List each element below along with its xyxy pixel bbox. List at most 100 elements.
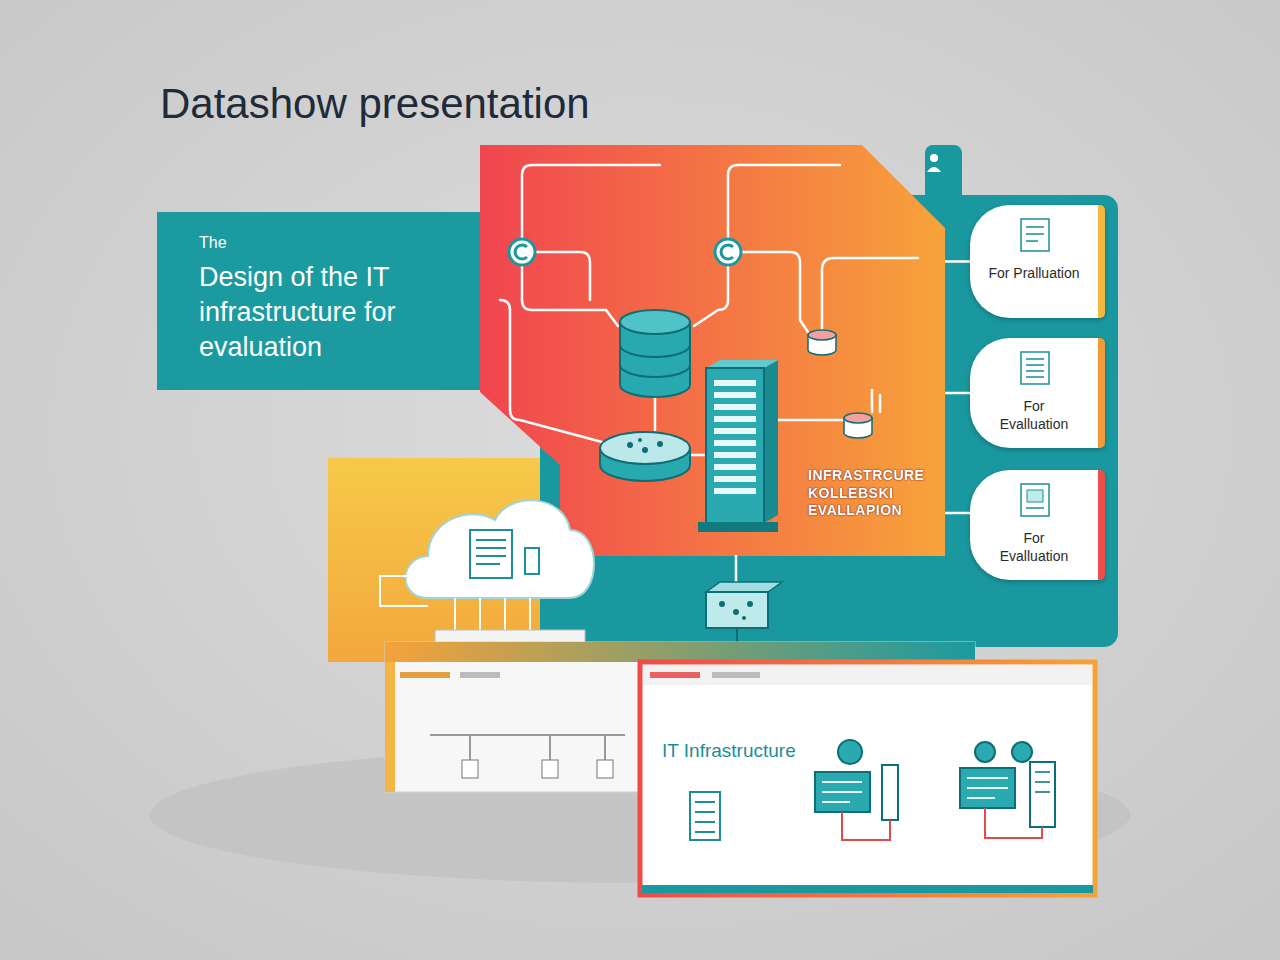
network-wires-part <box>654 395 657 430</box>
cloud-connector-symbol <box>509 239 741 265</box>
node-text: For Evalluation <box>988 530 1080 565</box>
server-rack-part <box>714 452 756 458</box>
database-symbol-part <box>620 310 690 334</box>
front-slide-part <box>975 742 995 762</box>
server-rack-part <box>714 464 756 470</box>
slide-card: IT Infrastructure <box>640 662 1095 895</box>
back-slide-part <box>542 760 558 778</box>
front-slide-part <box>1035 772 1050 792</box>
network-wires-part <box>535 252 590 300</box>
node-text: IT Infrastructure <box>662 740 796 762</box>
teal-panel-part <box>927 167 941 172</box>
back-slide-part <box>385 642 975 662</box>
front-slide-part <box>838 740 862 764</box>
back-slide-part <box>462 760 478 778</box>
storage-disc-part <box>657 441 663 447</box>
network-switch-part <box>733 609 739 615</box>
back-slide-part <box>597 760 613 778</box>
teal-panel-part <box>925 145 962 225</box>
cloud-connector-symbol-part <box>515 245 527 259</box>
storage-disc-part <box>642 447 648 453</box>
card-icon <box>1021 352 1049 384</box>
database-symbol-part <box>620 345 690 377</box>
front-slide-part <box>985 808 1042 838</box>
server-rack-part <box>764 360 778 523</box>
cloud-icon <box>380 500 594 657</box>
front-slide-part <box>822 782 862 802</box>
card-icon-part <box>1021 219 1049 251</box>
server-rack-part <box>706 360 778 368</box>
card-icon <box>1021 219 1049 251</box>
front-slide-part <box>643 665 1092 685</box>
network-wires <box>500 165 918 582</box>
network-wires-part <box>778 419 844 422</box>
connector-line <box>945 512 970 515</box>
server-rack-part <box>698 522 778 532</box>
evaluation-card: For Evalluation <box>970 338 1105 448</box>
front-slide-part <box>882 765 898 820</box>
storage-disc-part <box>638 438 642 442</box>
cloud-connector-symbol-part <box>509 239 535 265</box>
front-slide <box>640 662 1095 895</box>
title-band: TheDesign of the IT infrastructure for e… <box>157 212 480 390</box>
connector-line <box>945 260 970 263</box>
front-slide-part <box>1030 762 1055 827</box>
server-rack-part <box>714 404 756 410</box>
node-text: For Evalluation <box>988 398 1080 433</box>
teal-panel-part <box>930 154 938 162</box>
node-text: Design of the IT infrastructure for eval… <box>199 260 464 365</box>
front-slide-part <box>1012 742 1032 762</box>
front-slide-part <box>960 768 1015 808</box>
node-text: For Pralluation <box>988 265 1080 283</box>
small-storage-part <box>808 330 836 340</box>
evaluation-card: For Pralluation <box>970 205 1105 318</box>
server-rack <box>698 360 778 532</box>
cloud-icon-part <box>525 548 539 574</box>
network-wires-part <box>735 556 738 582</box>
back-slide-part <box>430 735 625 760</box>
cloud-icon-part <box>380 576 428 606</box>
card-icon-part <box>1021 352 1049 384</box>
database-symbol <box>620 310 690 397</box>
network-switch-part <box>719 601 725 607</box>
front-slide-part <box>815 772 870 812</box>
front-slide-part <box>842 812 890 840</box>
small-storage <box>808 330 872 438</box>
network-wires-part <box>741 252 808 332</box>
front-slide-part <box>695 802 715 832</box>
network-switch-part <box>747 601 753 607</box>
front-slide-part <box>690 792 720 840</box>
cloud-icon-part <box>470 530 512 578</box>
network-switch <box>706 582 782 642</box>
front-slide-part <box>650 672 700 678</box>
front-slide-part <box>967 778 1008 798</box>
connector-line <box>945 392 970 395</box>
back-slide-part <box>460 672 500 678</box>
network-wires-part <box>690 454 706 457</box>
card-icon-part <box>1027 490 1043 502</box>
front-slide-part <box>712 672 760 678</box>
network-wires-part <box>522 265 618 326</box>
cloud-connector-symbol-part <box>721 245 733 259</box>
card-icon-part <box>1026 507 1044 509</box>
network-switch-part <box>706 582 782 592</box>
card-icon-part <box>1021 484 1049 516</box>
network-wires-part <box>822 258 918 330</box>
cloud-icon-part <box>455 598 530 632</box>
subtitle-text: The <box>199 234 464 252</box>
server-rack-part <box>706 368 764 523</box>
network-switch-part <box>742 616 746 620</box>
infrastructure-panel: INFRASTRCURE KOLLEBSKI EVALLAPION <box>480 145 945 556</box>
network-wires-part <box>500 300 602 442</box>
cloud-icon-part <box>476 540 506 564</box>
cloud-connector-symbol-part <box>715 239 741 265</box>
network-wires-part <box>872 390 880 412</box>
storage-disc <box>600 432 690 481</box>
network-switch-part <box>706 592 768 628</box>
network-wires-part <box>694 265 728 326</box>
cloud-icon-part <box>406 500 595 598</box>
network-wires-part <box>522 165 660 239</box>
